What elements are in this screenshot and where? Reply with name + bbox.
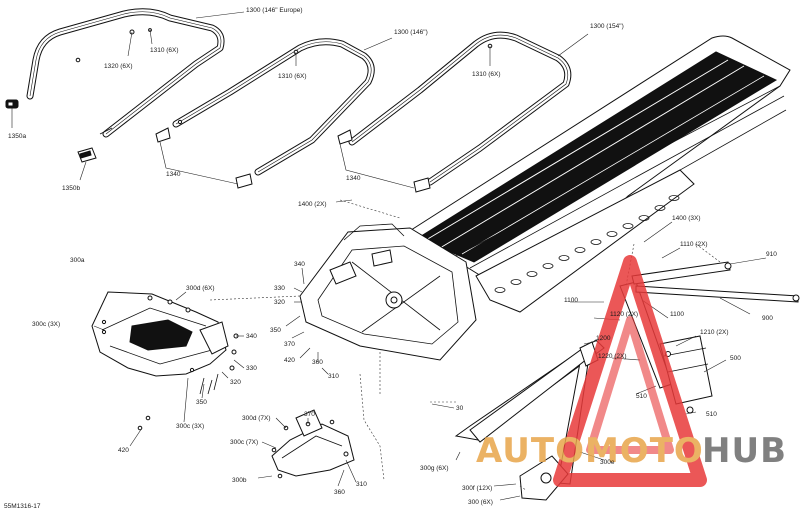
part-1350b xyxy=(77,147,97,163)
callout-labels: 1300 (146" Europe) 1310 (6X) 1320 (6X) 1… xyxy=(4,7,777,510)
label-320-b: 320 xyxy=(274,299,285,306)
label-900: 900 xyxy=(762,315,773,322)
label-320-a: 320 xyxy=(230,379,241,386)
diagram-code: 55M1316-17 xyxy=(4,503,41,510)
label-510-a: 510 xyxy=(636,393,647,400)
label-1110-2x: 1110 (2X) xyxy=(680,241,708,248)
label-1340-a: 1340 xyxy=(166,171,181,178)
label-300d-6x: 300d (6X) xyxy=(186,285,215,292)
label-340-a: 340 xyxy=(246,333,257,340)
watermark: AUTOMOTO HUB xyxy=(476,255,787,487)
label-300g-6x: 300g (6X) xyxy=(420,465,449,472)
label-1200: 1200 xyxy=(596,335,611,342)
label-300-6x: 300 (6X) xyxy=(468,499,493,506)
watermark-triangle-icon xyxy=(553,255,707,487)
label-1100-a: 1100 xyxy=(564,297,578,304)
label-420-a: 420 xyxy=(118,447,129,454)
label-30: 30 xyxy=(456,405,464,412)
label-1310-6x-a: 1310 (6X) xyxy=(150,47,179,54)
label-1400-3x: 1400 (3X) xyxy=(672,215,701,222)
label-510-b: 510 xyxy=(706,411,717,418)
label-1340-b: 1340 xyxy=(346,175,361,182)
label-300d-7x: 300d (7X) xyxy=(242,415,271,422)
label-1400-2x: 1400 (2X) xyxy=(298,201,327,208)
label-310-b: 310 xyxy=(356,481,367,488)
watermark-text-part2: HUB xyxy=(702,431,787,471)
label-1310-6x-b: 1310 (6X) xyxy=(278,73,307,80)
rail-146-europe xyxy=(26,8,225,138)
label-350-a: 350 xyxy=(196,399,207,406)
label-1300-146: 1300 (146") xyxy=(394,29,428,36)
label-1210-2x: 1210 (2X) xyxy=(700,329,729,336)
part-1340-a xyxy=(155,127,253,189)
part-1350a xyxy=(5,99,19,109)
part-300b xyxy=(271,409,355,479)
watermark-text-part1: AUTOMOTO xyxy=(476,431,704,471)
label-300a: 300a xyxy=(70,257,85,264)
assembly-lines xyxy=(209,199,721,491)
tunnel-assembly xyxy=(299,35,791,361)
label-330-b: 330 xyxy=(274,285,285,292)
part-1340-b xyxy=(337,129,431,193)
label-300c-3x-b: 300c (3X) xyxy=(176,423,204,430)
label-300c-3x-a: 300c (3X) xyxy=(32,321,60,328)
label-370-b: 370 xyxy=(304,411,315,418)
label-300f-12x: 300f (12X) xyxy=(462,485,492,492)
label-910: 910 xyxy=(766,251,777,258)
label-1220-2x: 1220 (2X) xyxy=(598,353,627,360)
label-300e: 300e xyxy=(600,459,615,466)
label-360-b: 360 xyxy=(334,489,345,496)
rear-suspension xyxy=(454,261,800,501)
label-360-a: 360 xyxy=(312,359,323,366)
label-1300-154: 1300 (154") xyxy=(590,23,624,30)
label-350-b: 350 xyxy=(270,327,281,334)
label-300c-7x: 300c (7X) xyxy=(230,439,258,446)
label-500: 500 xyxy=(730,355,741,362)
label-1120-2x: 1120 (2X) xyxy=(610,311,638,318)
rail-154 xyxy=(348,31,572,186)
label-1300-146-europe: 1300 (146" Europe) xyxy=(246,7,303,14)
label-370-a: 370 xyxy=(284,341,295,348)
label-1310-6x-c: 1310 (6X) xyxy=(472,71,501,78)
label-1350b: 1350b xyxy=(62,185,80,192)
label-420-b: 420 xyxy=(284,357,295,364)
part-300a xyxy=(91,291,229,377)
label-300b: 300b xyxy=(232,477,247,484)
rail-146 xyxy=(172,38,375,176)
label-310-a: 310 xyxy=(328,373,339,380)
label-1350a: 1350a xyxy=(8,133,26,140)
label-1320-6x: 1320 (6X) xyxy=(104,63,133,70)
label-340-b: 340 xyxy=(294,261,305,268)
label-1100-b: 1100 xyxy=(670,311,684,318)
label-330-a: 330 xyxy=(246,365,257,372)
